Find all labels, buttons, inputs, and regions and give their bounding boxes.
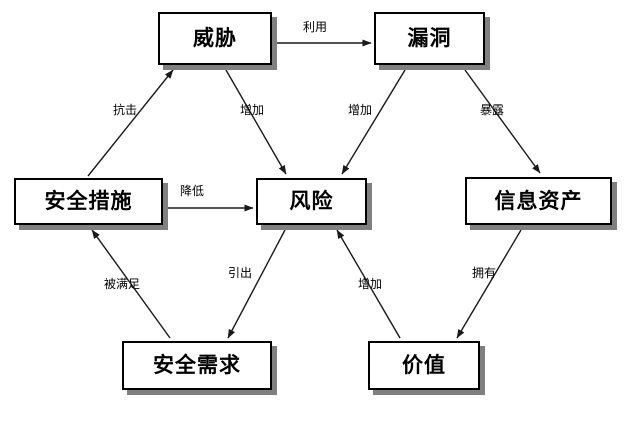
edge-asset-to-value [456, 229, 522, 339]
node-threat-label: 威胁 [193, 26, 237, 50]
edge-vulnerability-to-risk [341, 69, 406, 175]
edge-requirement-to-safeguard [91, 229, 171, 339]
node-safeguard[interactable]: 安全措施 [14, 178, 163, 225]
edge-value-to-risk [336, 229, 401, 339]
edge-threat-to-risk [225, 69, 287, 175]
edge-safeguard-to-threat [87, 69, 174, 177]
edge-risk-to-requirement [227, 229, 286, 339]
edge-label-vulnerability-to-asset: 暴露 [480, 103, 505, 117]
edge-label-risk-to-requirement: 引出 [228, 266, 253, 280]
node-vulnerability-label: 漏洞 [407, 26, 452, 50]
node-vulnerability[interactable]: 漏洞 [374, 12, 485, 65]
node-safeguard-label: 安全措施 [44, 189, 133, 213]
edge-label-threat-to-risk: 增加 [240, 103, 265, 117]
edge-label-safeguard-to-risk: 降低 [180, 184, 205, 198]
edge-label-threat-to-vulnerability: 利用 [303, 20, 328, 34]
node-security-requirement-label: 安全需求 [153, 353, 241, 377]
node-value[interactable]: 价值 [368, 341, 480, 390]
node-information-asset-label: 信息资产 [494, 188, 583, 213]
node-value-label: 价值 [402, 353, 446, 377]
node-security-requirement[interactable]: 安全需求 [122, 341, 272, 390]
edge-label-requirement-to-safeguard: 被满足 [104, 277, 141, 291]
edge-label-safeguard-to-threat: 抗击 [113, 103, 138, 117]
edge-label-asset-to-value: 拥有 [472, 266, 497, 280]
node-risk-label: 风险 [289, 189, 334, 213]
node-threat[interactable]: 威胁 [158, 12, 272, 65]
edge-vulnerability-to-asset [464, 69, 541, 174]
edge-label-vulnerability-to-risk: 增加 [348, 103, 373, 117]
node-risk[interactable]: 风险 [256, 178, 367, 225]
edge-label-value-to-risk: 增加 [358, 277, 383, 291]
node-information-asset[interactable]: 信息资产 [465, 177, 612, 225]
